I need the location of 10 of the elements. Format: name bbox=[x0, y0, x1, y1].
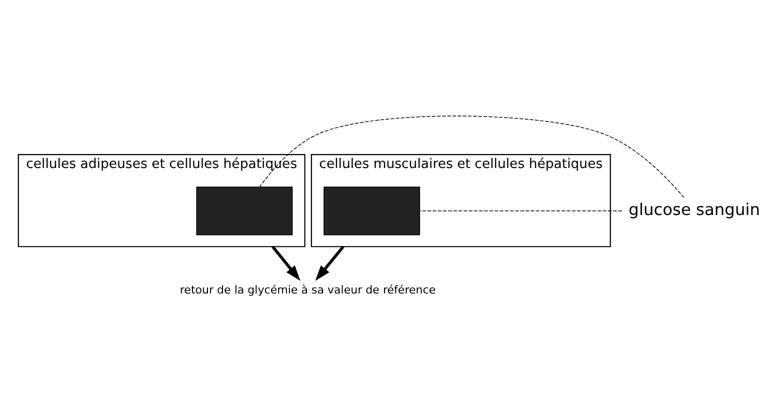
node-box bbox=[324, 186, 420, 236]
connector bbox=[259, 116, 684, 198]
node-text: retour de la glycémie à sa valeur de référence bbox=[180, 283, 436, 296]
arrow bbox=[272, 246, 300, 281]
cluster: cellules adipeuses et cellules hépatiques bbox=[18, 154, 306, 248]
arrow bbox=[315, 246, 344, 281]
node-box bbox=[196, 186, 293, 236]
cluster: cellules musculaires et cellules hépatiques bbox=[310, 154, 611, 248]
connector bbox=[419, 210, 622, 212]
node-text: glucose sanguin bbox=[628, 200, 760, 220]
